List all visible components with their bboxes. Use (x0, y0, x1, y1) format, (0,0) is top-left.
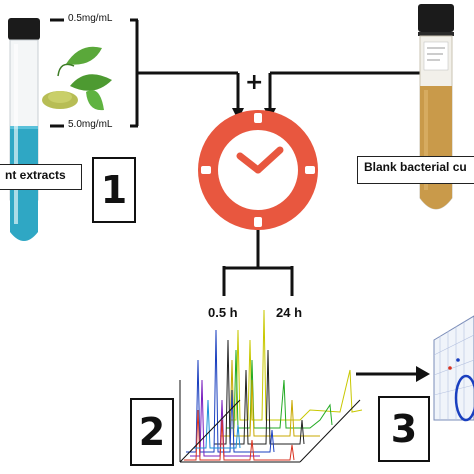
result-arrow (356, 366, 430, 382)
chromatogram-icon (179, 309, 363, 463)
timepoint-bracket (222, 230, 294, 296)
timepoint-late: 24 h (276, 305, 303, 320)
timepoint-early: 0.5 h (208, 305, 238, 320)
plus-operator: + (245, 70, 264, 95)
3d-plot-icon (433, 315, 474, 422)
step-2-box: 2 (130, 398, 174, 466)
connector-lines (137, 71, 420, 108)
leaf-icon (57, 46, 112, 111)
step-1-box: 1 (92, 157, 136, 223)
high-concentration-label: 5.0mg/mL (68, 119, 113, 130)
low-concentration-label: 0.5mg/mL (68, 13, 113, 24)
extract-test-tube-icon (8, 18, 40, 241)
concentration-bracket (50, 18, 139, 128)
clock-icon (198, 110, 318, 230)
step-3-box: 3 (378, 396, 430, 462)
powder-icon (42, 91, 78, 109)
bacterial-label: Blank bacterial cu (357, 156, 474, 184)
extract-label: nt extracts (0, 164, 82, 190)
